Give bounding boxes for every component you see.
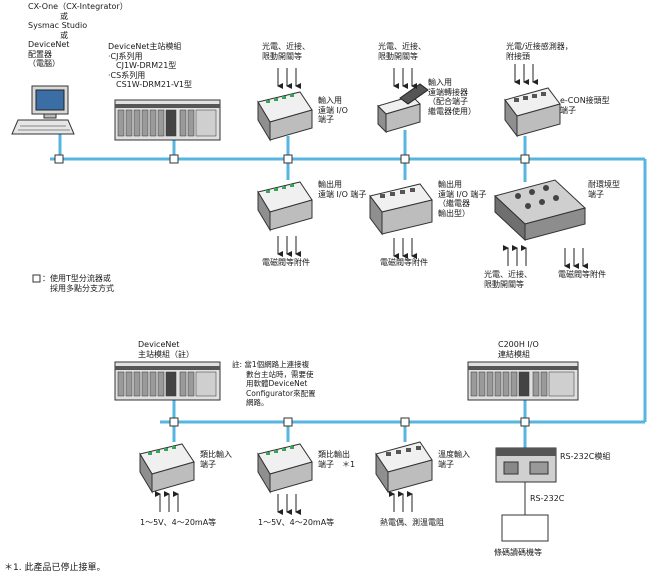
master-note: 註: 當1個網路上連接複 數台主站時，需要使 用軟體DeviceNet Conf… bbox=[232, 360, 316, 407]
sensor-b-label: 光電、近接、 限動開關等 bbox=[378, 42, 426, 61]
valve-b-label: 電磁閥等附件 bbox=[380, 258, 428, 267]
c200h-label: C200H I/O 連結模組 bbox=[498, 340, 539, 359]
pc-label: CX-One（CX-Integrator） 或 Sysmac Studio 或 … bbox=[28, 2, 128, 68]
input-remote-io-device bbox=[257, 91, 313, 142]
relay-output-io-device bbox=[369, 183, 433, 236]
sensor-c-label: 光電/近接感測器， 附接頭 bbox=[506, 42, 573, 61]
valve-a-label: 電磁閥等附件 bbox=[262, 258, 310, 267]
input-remote-adapter-device bbox=[377, 83, 429, 134]
analog-output-device bbox=[257, 443, 313, 494]
barcode-label: 條碼讀碼機等 bbox=[494, 548, 542, 557]
signal-arrows bbox=[155, 64, 588, 515]
range-b-label: 1～5V、4～20mA等 bbox=[258, 518, 335, 527]
durable-terminal-label: 耐環境型 端子 bbox=[588, 180, 620, 199]
temp-input-device bbox=[375, 441, 433, 494]
econ-terminal-device bbox=[504, 87, 561, 138]
tap-nodes bbox=[54, 154, 530, 427]
sensor-d-label: 光電、近接、 限動開關等 bbox=[484, 270, 532, 289]
plc-master-top bbox=[114, 99, 221, 141]
master-top-label: DeviceNet主站模組 ‧CJ系列用 CJ1W-DRM21型 ‧CS系列用 … bbox=[108, 42, 193, 89]
durable-terminal-device bbox=[493, 179, 587, 242]
valve-c-label: 電磁閥等附件 bbox=[558, 270, 606, 279]
master-bottom-label: DeviceNet 主站模組（註） bbox=[138, 340, 194, 359]
temp-input-label: 溫度輸入 端子 bbox=[438, 450, 470, 469]
relay-output-io-label: 輸出用 遠端 I/O 端子 （繼電器 輸出型） bbox=[438, 180, 487, 218]
barcode-reader-box bbox=[501, 514, 549, 542]
output-remote-io-label: 輸出用 遠端 I/O 端子 bbox=[318, 180, 367, 199]
plc-master-bottom bbox=[114, 361, 221, 401]
sensor-a-label: 光電、近接、 限動開關等 bbox=[262, 42, 310, 61]
pc-computer bbox=[11, 85, 75, 135]
plc-c200h bbox=[467, 361, 579, 401]
range-a-label: 1～5V、4～20mA等 bbox=[140, 518, 217, 527]
rs232c-line-label: RS-232C bbox=[530, 494, 565, 503]
rs232c-module-label: RS-232C模組 bbox=[560, 452, 611, 461]
output-remote-io-device bbox=[257, 181, 313, 232]
footnote: ＊1. 此產品已停止接單。 bbox=[4, 563, 106, 573]
input-remote-adapter-label: 輸入用 遠端轉接器 （配合端子 繼電器使用） bbox=[428, 78, 476, 116]
analog-input-label: 類比輸入 端子 bbox=[200, 450, 232, 469]
analog-input-device bbox=[139, 443, 195, 494]
legend-label: ：使用T型分流器或 採用多點分支方式 bbox=[42, 274, 114, 293]
rs232c-module-device bbox=[495, 447, 557, 483]
thermo-label: 熱電偶、測溫電阻 bbox=[380, 518, 444, 527]
input-remote-io-label: 輸入用 遠端 I/O 端子 bbox=[318, 96, 348, 124]
legend-square-icon bbox=[32, 274, 41, 283]
econ-terminal-label: e-CON接頭型 端子 bbox=[560, 96, 610, 115]
analog-output-label: 類比輸出 端子 ＊1 bbox=[318, 450, 356, 469]
